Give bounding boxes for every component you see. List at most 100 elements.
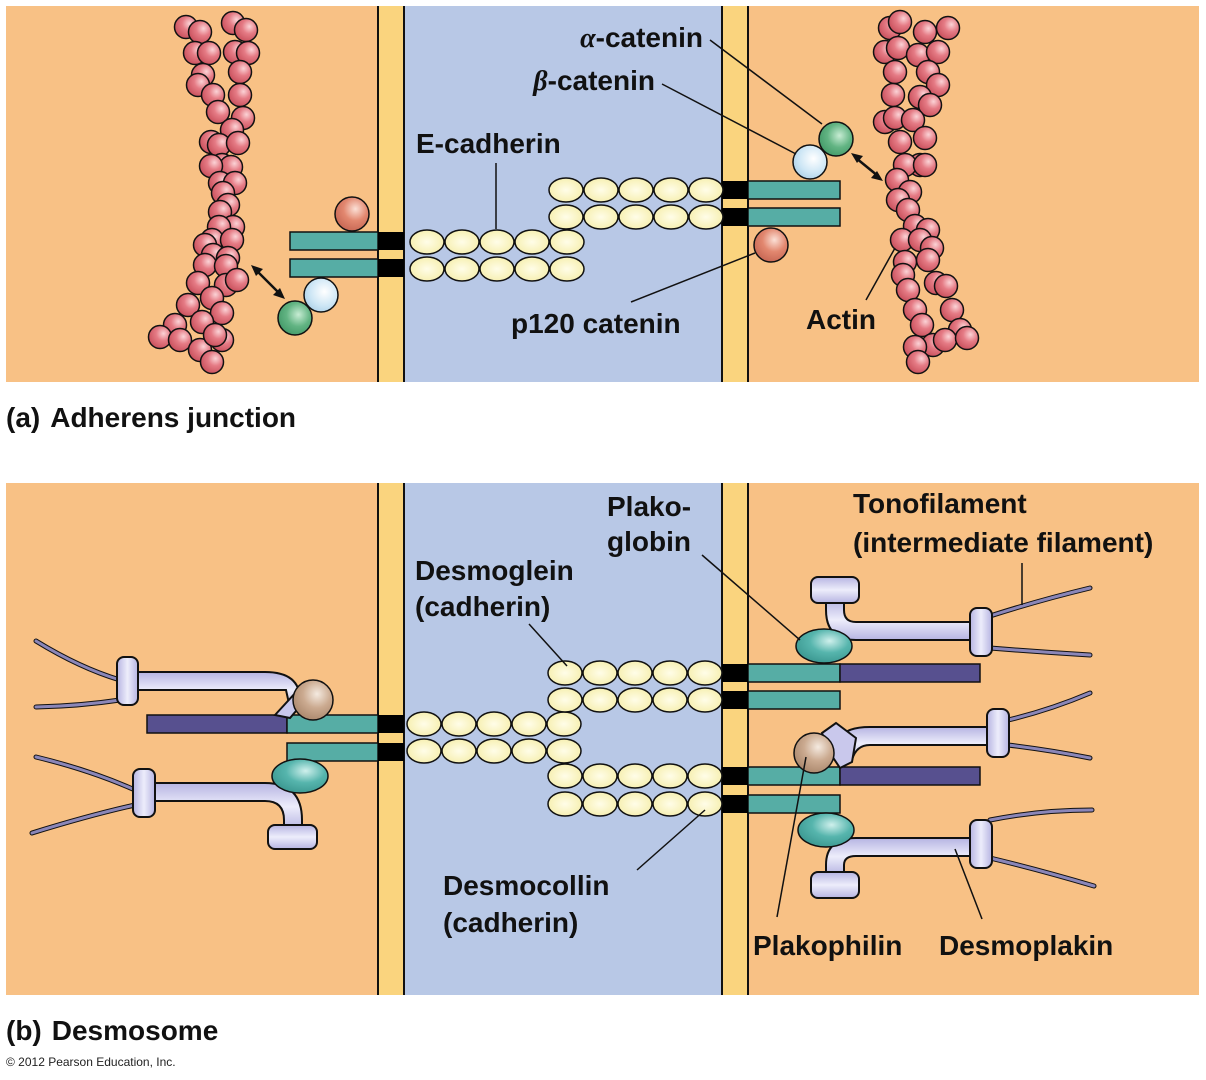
- plakoglobin-right-lower: [797, 812, 855, 848]
- caption-text-a: Adherens junction: [50, 402, 297, 433]
- leader-line-plakophilin: [776, 756, 807, 918]
- cadherin-ec-domain: [511, 711, 547, 737]
- panel-a-adherens-junction: α-catenin β-catenin E-cadherin p120 cate…: [6, 6, 1199, 382]
- actin-monomer: [932, 327, 958, 353]
- e-cadherin-domains: [409, 177, 724, 282]
- cadherin-ec-domain: [444, 256, 480, 282]
- plasma-membrane-left: [378, 483, 404, 995]
- leader-line-plakoglobin: [701, 554, 801, 641]
- actin-monomer: [887, 129, 913, 155]
- label-desmoplakin: Desmoplakin: [939, 930, 1113, 961]
- label-tonofilament-line2: (intermediate filament): [853, 527, 1153, 558]
- actin-monomer: [209, 300, 235, 326]
- actin-monomer: [925, 39, 951, 65]
- transmembrane-domain: [722, 181, 748, 199]
- cadherin-ec-domain: [548, 204, 584, 230]
- cadherin-ec-domain: [547, 660, 583, 686]
- label-tonofilament-line1: Tonofilament: [853, 488, 1027, 519]
- label-desmocollin-line1: Desmocollin: [443, 870, 609, 901]
- cadherin-ec-domain: [617, 687, 653, 713]
- actin-monomer: [909, 312, 935, 338]
- leader-line-actin: [865, 247, 896, 301]
- desmoplakin-left-upper: [116, 656, 310, 720]
- cadherin-ec-domain: [583, 204, 619, 230]
- transmembrane-domain: [722, 664, 748, 682]
- transmembrane-domain: [378, 715, 404, 733]
- actin-monomer: [915, 247, 941, 273]
- cadherin-ec-domain: [441, 711, 477, 737]
- label-plakophilin: Plakophilin: [753, 930, 902, 961]
- cadherin-tail: [747, 663, 841, 683]
- cadherin-tail: [289, 231, 379, 251]
- cadherin-ec-domain: [549, 229, 585, 255]
- leader-line-beta-catenin: [661, 83, 797, 155]
- p120-catenin-left: [334, 196, 370, 232]
- cadherin-ec-domain: [548, 177, 584, 203]
- copyright-notice: © 2012 Pearson Education, Inc.: [6, 1055, 176, 1069]
- desmoplakin-right-lower: [810, 819, 993, 899]
- actin-monomer: [196, 40, 222, 66]
- actin-monomer: [880, 82, 906, 108]
- cadherin-ec-domain: [547, 791, 583, 817]
- desmosomal-cadherin-domains: [406, 660, 723, 817]
- label-p120-catenin: p120 catenin: [511, 308, 681, 339]
- cadherin-ec-domain: [653, 177, 689, 203]
- cadherin-ec-domain: [546, 711, 582, 737]
- cadherin-tail: [747, 690, 841, 710]
- actin-monomer: [912, 19, 938, 45]
- plasma-membrane-left: [378, 6, 404, 382]
- cadherin-ec-domain: [652, 660, 688, 686]
- double-arrow-left: [251, 265, 285, 299]
- plakophilin-right: [793, 732, 835, 774]
- plasma-membrane-right: [722, 483, 748, 995]
- cadherin-ec-domain: [476, 738, 512, 764]
- leader-line-desmoplakin: [954, 848, 983, 920]
- transmembrane-domain: [378, 743, 404, 761]
- actin-monomer: [912, 125, 938, 151]
- panel-b-desmosome: Plako- globin Desmoglein (cadherin) Tono…: [6, 483, 1199, 995]
- actin-monomer: [935, 15, 961, 41]
- cadherin-ec-domain: [514, 256, 550, 282]
- actin-monomer: [887, 9, 913, 35]
- leader-line-p120: [630, 252, 756, 303]
- label-plakoglobin-line1: Plako-: [607, 491, 691, 522]
- leader-line-desmocollin: [636, 809, 706, 871]
- label-beta-catenin: β-catenin: [532, 65, 655, 97]
- cadherin-ec-domain: [582, 791, 618, 817]
- cadherin-ec-domain: [652, 791, 688, 817]
- alpha-catenin-left: [277, 300, 313, 336]
- tonofilaments: [30, 586, 1096, 888]
- transmembrane-domain: [722, 767, 748, 785]
- actin-monomer: [167, 327, 193, 353]
- actin-monomer: [224, 267, 250, 293]
- cadherin-ec-domain: [652, 763, 688, 789]
- transmembrane-domain: [378, 232, 404, 250]
- cadherin-ec-domain: [617, 660, 653, 686]
- plakoglobin-right-upper: [795, 628, 853, 664]
- cadherin-ec-domain: [582, 660, 618, 686]
- cadherin-ec-domain: [688, 177, 724, 203]
- actin-filament-left: [147, 10, 261, 375]
- transmembrane-domain: [722, 208, 748, 226]
- actin-monomer: [233, 17, 259, 43]
- cadherin-ec-domain: [617, 791, 653, 817]
- cadherin-ec-domain: [687, 660, 723, 686]
- cadherin-ec-domain: [653, 204, 689, 230]
- cadherin-tail: [747, 207, 841, 227]
- plakoglobin-left: [271, 758, 329, 794]
- actin-monomer: [205, 99, 231, 125]
- cadherin-tail: [286, 714, 379, 734]
- actin-monomer: [933, 273, 959, 299]
- cadherin-tail: [747, 180, 841, 200]
- caption-panel-b: (b)Desmosome: [6, 1015, 218, 1047]
- cadherin-ec-domain: [406, 711, 442, 737]
- alpha-catenin-right: [818, 121, 854, 157]
- label-plakoglobin-line2: globin: [607, 526, 691, 557]
- actin-monomer: [187, 19, 213, 45]
- leader-line-desmoglein: [528, 623, 568, 667]
- cadherin-tail: [747, 794, 841, 814]
- cadherin-tail: [289, 258, 379, 278]
- cadherin-ec-domain: [409, 229, 445, 255]
- label-desmoglein-line1: Desmoglein: [415, 555, 574, 586]
